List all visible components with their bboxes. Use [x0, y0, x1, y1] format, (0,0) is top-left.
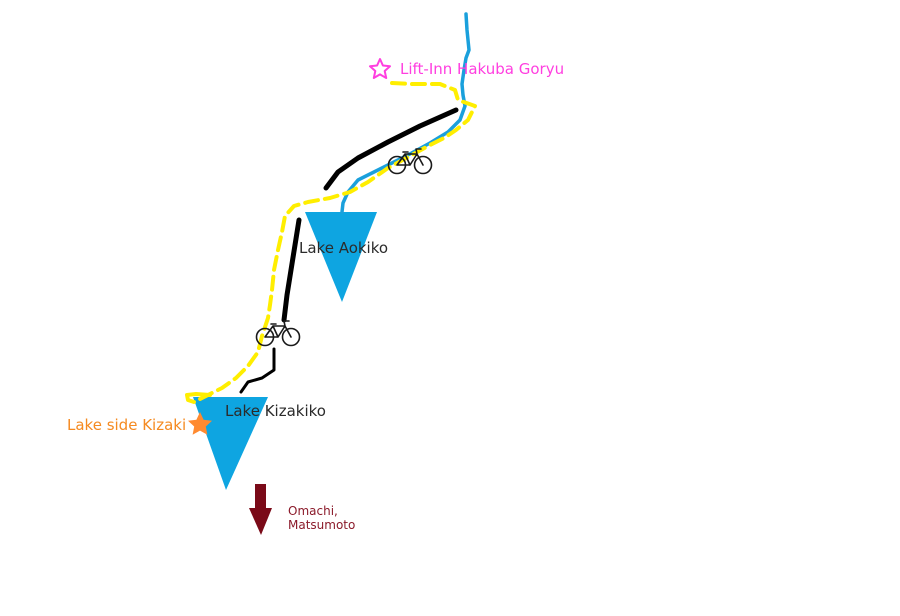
lake-kizakiko-label: Lake Kizakiko: [225, 402, 326, 420]
lake-aokiko-shape: [305, 212, 377, 302]
star-outline-icon: [369, 58, 391, 79]
direction-label: Omachi, Matsumoto: [288, 504, 356, 533]
road-lower: [239, 347, 276, 394]
bicycle-icon: [387, 148, 433, 175]
bicycle-icon: [255, 320, 301, 347]
hotel-label: Lift-Inn Hakuba Goryu: [400, 60, 565, 78]
cycling-route-end: [185, 392, 212, 404]
lake-aokiko-label: Lake Aokiko: [299, 239, 389, 257]
cycling-route: [192, 81, 477, 404]
direction-label-line1: Omachi,: [288, 504, 338, 518]
direction-label-line2: Matsumoto: [288, 517, 356, 532]
lakeside-label: Lake side Kizaki: [67, 416, 187, 434]
arrow-down-icon: [249, 484, 272, 535]
road-upper: [323, 107, 459, 191]
star-filled-icon: [188, 412, 212, 435]
lake-kizakiko-shape: [193, 397, 268, 490]
river: [340, 12, 471, 214]
road-middle: [281, 217, 302, 323]
